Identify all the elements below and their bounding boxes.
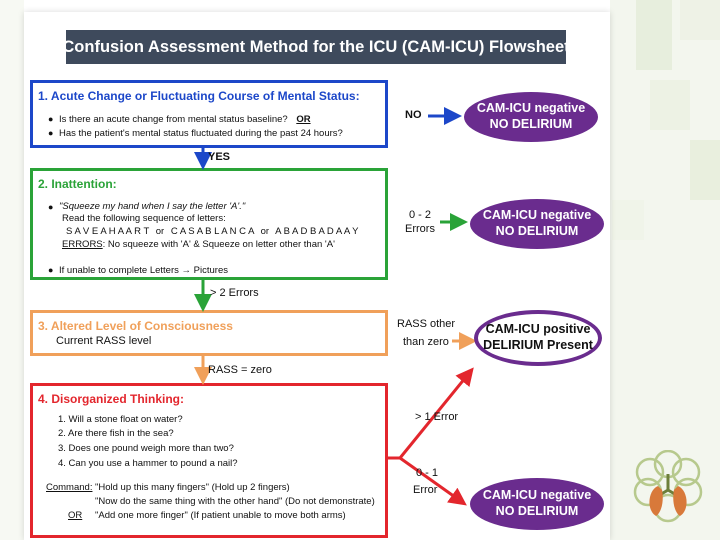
bullet: ● (48, 114, 54, 124)
step1-q1-or: OR (296, 114, 311, 125)
step2-sequences: S A V E A H A A R T or C A S A B L A N C… (66, 226, 358, 237)
step4-question-2: 2. Are there fish in the sea? (58, 428, 174, 439)
outcome-positive: CAM-ICU positive DELIRIUM Present (474, 310, 602, 366)
outcome-negative-3: CAM-ICU negative NO DELIRIUM (470, 478, 604, 530)
step2-errors: ERRORS: No squeeze with 'A' & Squeeze on… (62, 239, 335, 250)
step2-unable: If unable to complete Letters → Pictures (59, 265, 228, 276)
step2-seq1: S A V E A H A A R T (66, 226, 150, 237)
outcome-line-1: CAM-ICU negative (482, 208, 592, 223)
step2-seq2: C A S A B L A N C A (170, 226, 254, 237)
step1-question-1: Is there an acute change from mental sta… (59, 114, 311, 125)
outcome-line-2: NO DELIRIUM (489, 117, 573, 131)
step3-box (30, 310, 388, 356)
step4-question-3: 3. Does one pound weigh more than two? (58, 443, 234, 454)
step1-q1-text: Is there an acute change from mental sta… (59, 114, 288, 125)
step4-question-1: 1. Will a stone float on water? (58, 414, 183, 425)
step1-title: 1. Acute Change or Fluctuating Course of… (38, 89, 360, 103)
step2-seq3: A B A D B A D A A Y (275, 226, 359, 237)
label-rass-zero: RASS = zero (208, 364, 272, 376)
step3-current: Current RASS level (56, 335, 152, 347)
outcome-line-2: NO DELIRIUM (495, 224, 579, 238)
step1-box (30, 80, 388, 148)
label-no: NO (405, 109, 422, 121)
step4-title: 4. Disorganized Thinking: (38, 392, 185, 406)
lungs-logo-icon (633, 450, 703, 523)
label-0-2: 0 - 2 (409, 209, 432, 221)
step2-or2: or (260, 226, 270, 237)
step4-command-label: Command: (46, 482, 93, 493)
step4-box (30, 383, 388, 538)
outcome-line-1: CAM-ICU negative (482, 488, 592, 503)
outcome-negative-1: CAM-ICU negative NO DELIRIUM (464, 92, 598, 142)
label-rass-other: RASS other (397, 318, 456, 330)
step2-or1: or (155, 226, 165, 237)
page-title: Confusion Assessment Method for the ICU … (62, 30, 570, 64)
step4-command-3: "Add one more finger" (If patient unable… (95, 510, 346, 521)
outcome-line-1: CAM-ICU positive (485, 322, 591, 337)
step2-read: Read the following sequence of letters: (62, 213, 226, 224)
step4-command-or: OR (68, 510, 83, 521)
label-rass-other-b: than zero (403, 336, 449, 348)
step1-question-2: Has the patient's mental status fluctuat… (59, 128, 343, 139)
step4-question-4: 4. Can you use a hammer to pound a nail? (58, 458, 238, 469)
bullet: ● (48, 202, 54, 212)
label-0-1-error: Error (413, 484, 438, 496)
step3-title: 3. Altered Level of Consciousness (38, 319, 233, 333)
outcome-line-1: CAM-ICU negative (476, 101, 586, 116)
label-yes: YES (208, 151, 231, 163)
bullet: ● (48, 128, 54, 138)
step2-title: 2. Inattention: (38, 177, 117, 191)
label-0-2-errors: Errors (405, 223, 435, 235)
step2-errors-text: : No squeeze with 'A' & Squeeze on lette… (102, 239, 335, 250)
outcome-negative-2: CAM-ICU negative NO DELIRIUM (470, 199, 604, 249)
outcome-line-2: DELIRIUM Present (483, 338, 593, 352)
label-0-1: 0 - 1 (416, 467, 439, 479)
bullet: ● (48, 265, 54, 275)
label-more-1: > 1 Error (415, 411, 459, 423)
label-more-2: > 2 Errors (210, 287, 259, 299)
step4-command-2: "Now do the same thing with the other ha… (95, 496, 375, 507)
step2-instruction: "Squeeze my hand when I say the letter '… (59, 201, 246, 212)
step2-errors-label: ERRORS (62, 239, 103, 250)
outcome-line-2: NO DELIRIUM (495, 504, 579, 518)
step4-command-1: "Hold up this many fingers" (Hold up 2 f… (95, 482, 290, 493)
step2-box (30, 168, 388, 280)
